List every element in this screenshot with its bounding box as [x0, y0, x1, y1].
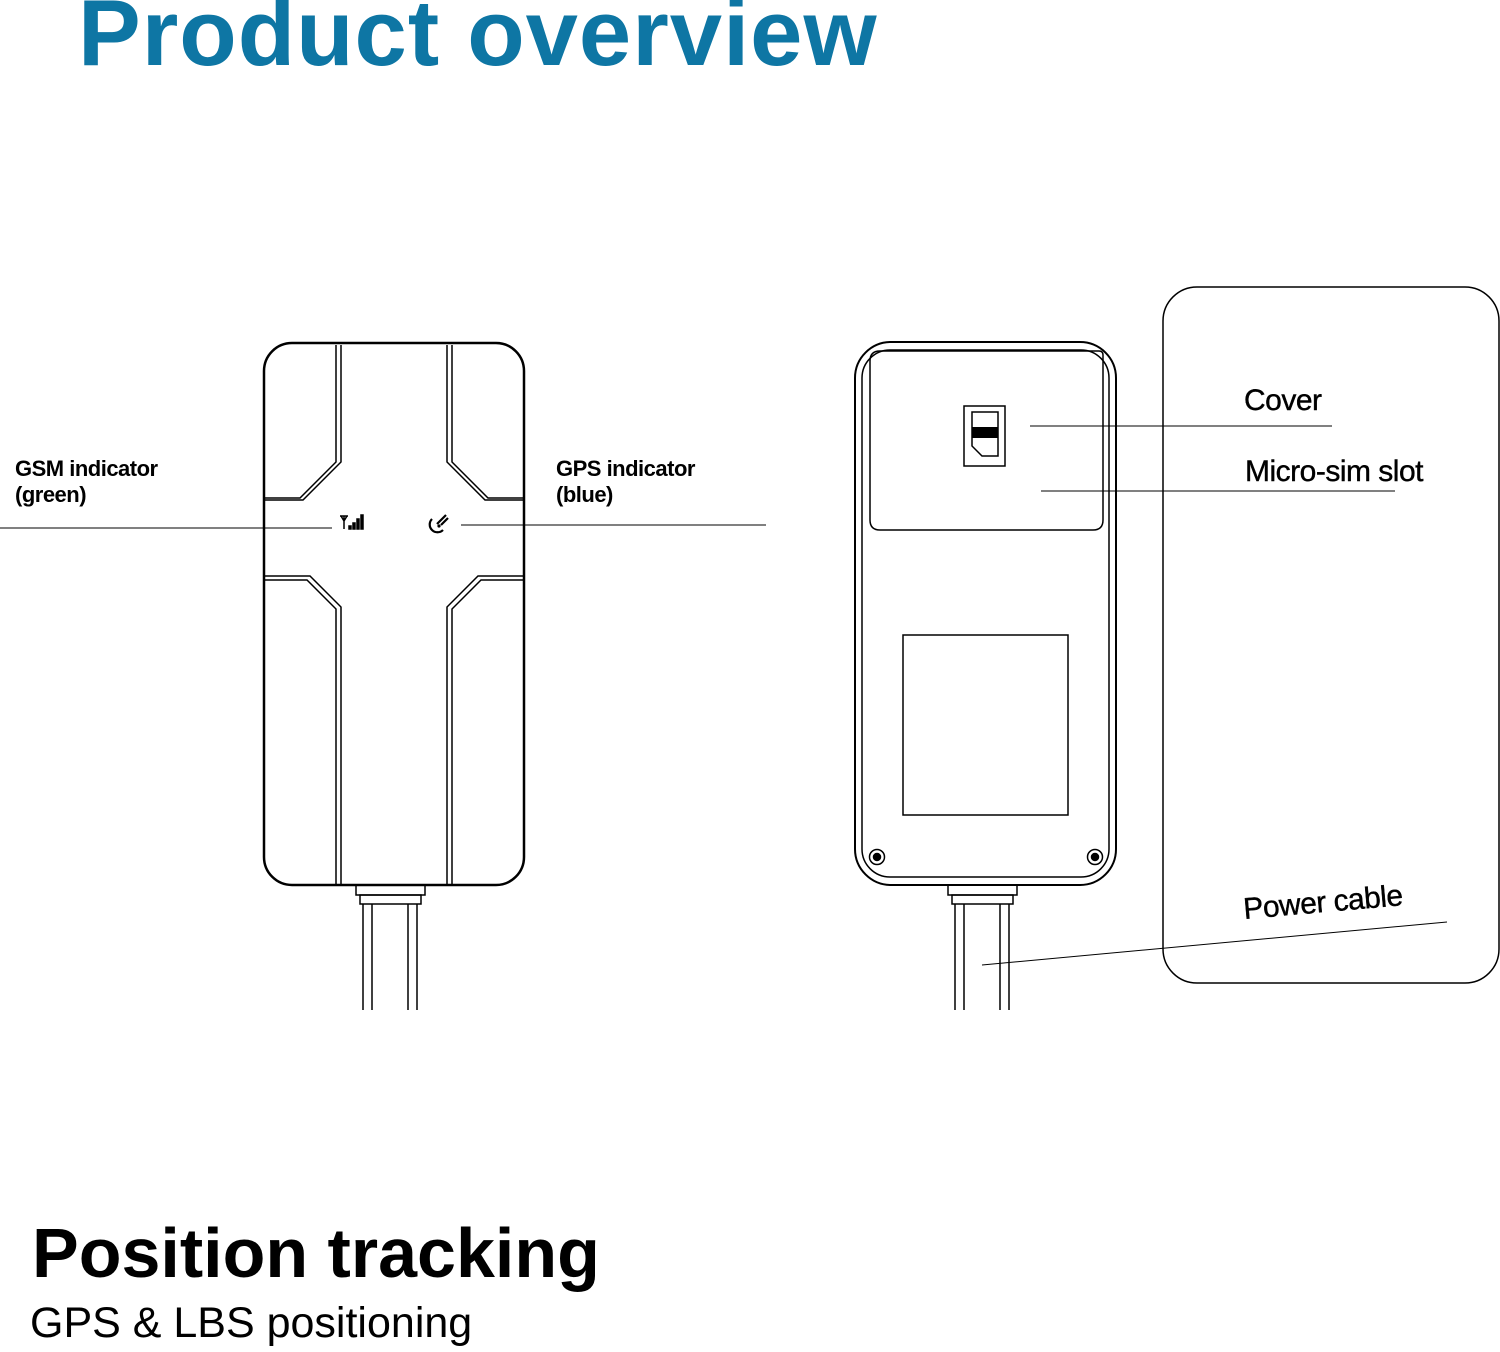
back-case-inner	[861, 349, 1110, 878]
front-cable-connector	[355, 884, 426, 896]
page-title: Product overview	[78, 0, 878, 85]
signal-icon	[340, 514, 364, 530]
front-case-outline	[262, 341, 526, 887]
gsm-indicator-label: GSM indicator (green)	[15, 456, 158, 507]
micro-sim-slot	[963, 405, 1006, 467]
front-groove-bottom-left	[264, 575, 342, 885]
section-heading: Position tracking	[32, 1214, 600, 1292]
callout-panel	[1162, 286, 1500, 984]
front-groove-bottom-right	[446, 575, 524, 885]
back-cable-connector	[947, 884, 1018, 896]
cover-label: Cover	[1244, 384, 1322, 417]
cable-leader-line	[981, 921, 1448, 966]
front-power-cable	[362, 904, 418, 1010]
back-case-outer	[854, 341, 1117, 886]
front-view	[0, 341, 766, 1010]
cover-plate	[869, 350, 1104, 531]
front-groove-top-right	[451, 345, 524, 499]
satellite-icon	[428, 514, 449, 534]
micro-sim-slot-label: Micro-sim slot	[1245, 455, 1424, 488]
back-label-area	[902, 634, 1069, 816]
back-power-cable	[954, 904, 1010, 1010]
front-groove-top-left	[264, 345, 337, 499]
section-subheading: GPS & LBS positioning	[30, 1299, 473, 1347]
screw-left	[868, 848, 886, 866]
back-view	[854, 341, 1448, 1010]
screw-right	[1086, 848, 1104, 866]
gps-indicator-label: GPS indicator (blue)	[556, 456, 695, 507]
